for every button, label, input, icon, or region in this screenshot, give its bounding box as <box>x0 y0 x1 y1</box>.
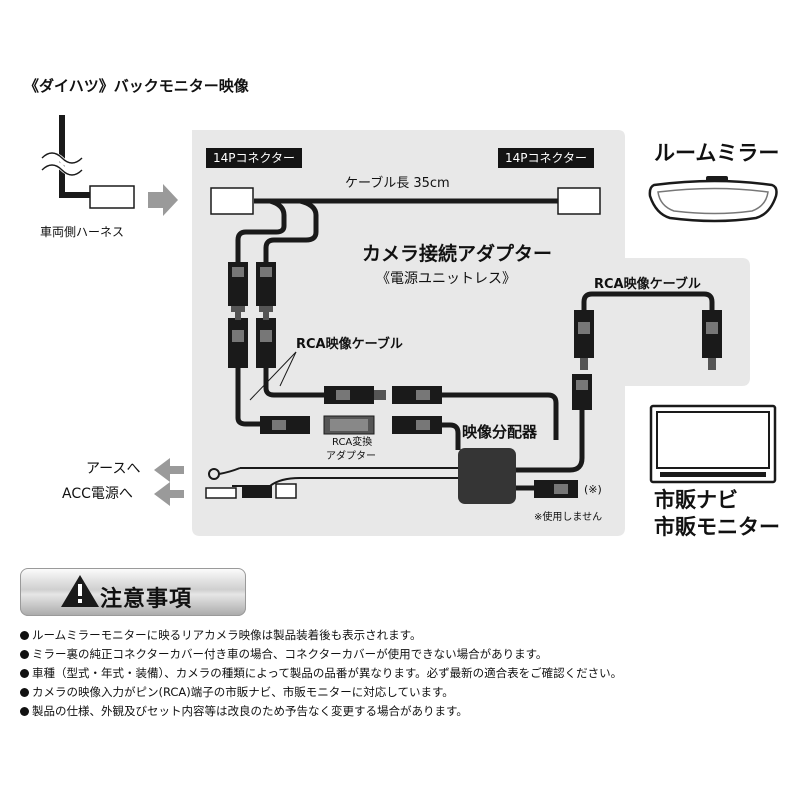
note-text: 製品の仕様、外観及びセット内容等は改良のため予告なく変更する場合があります。 <box>32 704 468 718</box>
ground-label: アースへ <box>86 461 141 477</box>
monitor-icon <box>649 404 777 484</box>
bullet-icon <box>20 688 29 697</box>
rca-row-lower <box>260 415 442 435</box>
unused-mark: (※) <box>584 483 602 496</box>
splitter-label: 映像分配器 <box>462 423 538 441</box>
notes-list: ルームミラーモニターに映るリアカメラ映像は製品装着後も表示されます。 ミラー裏の… <box>20 626 790 721</box>
arrow-left-icon <box>154 482 184 506</box>
unused-note: ※使用しません <box>534 512 603 523</box>
navi-label: 市販ナビ <box>654 488 738 512</box>
adapter-title: カメラ接続アダプター <box>362 243 553 265</box>
cable-length-label: ケーブル長 35cm <box>345 176 450 191</box>
monitor-label: 市販モニター <box>654 515 780 539</box>
note-item: カメラの映像入力がピン(RCA)端子の市販ナビ、市販モニターに対応しています。 <box>20 683 790 702</box>
adapter-subtitle: 《電源ユニットレス》 <box>376 271 516 287</box>
vehicle-harness-label: 車両側ハーネス <box>40 225 125 239</box>
bullet-icon <box>20 669 29 678</box>
note-text: ミラー裏の純正コネクターカバー付き車の場合、コネクターカバーが使用できない場合が… <box>32 647 548 661</box>
rca-plugs-left-upper <box>228 262 276 312</box>
connector-cable <box>210 187 601 262</box>
note-item: 製品の仕様、外観及びセット内容等は改良のため予告なく変更する場合があります。 <box>20 702 790 721</box>
bullet-icon <box>20 707 29 716</box>
note-text: ルームミラーモニターに映るリアカメラ映像は製品装着後も表示されます。 <box>32 628 422 642</box>
rca-row-upper <box>324 386 442 404</box>
arrow-right-icon <box>148 184 178 216</box>
header-title: 《ダイハツ》バックモニター映像 <box>24 77 249 95</box>
room-mirror-icon <box>648 176 778 223</box>
note-item: ルームミラーモニターに映るリアカメラ映像は製品装着後も表示されます。 <box>20 626 790 645</box>
rca-adapter-label-2: アダプター <box>326 451 376 462</box>
connector-right-label: 14Pコネクター <box>498 148 595 168</box>
note-text: カメラの映像入力がピン(RCA)端子の市販ナビ、市販モニターに対応しています。 <box>32 685 454 699</box>
note-text: 車種（型式・年式・装備）、カメラの種類によって製品の品番が異なります。必ず最新の… <box>32 666 623 680</box>
note-item: ミラー裏の純正コネクターカバー付き車の場合、コネクターカバーが使用できない場合が… <box>20 645 790 664</box>
room-mirror-label: ルームミラー <box>654 141 780 165</box>
rca-cable-right-label: RCA映像ケーブル <box>594 277 701 292</box>
vehicle-harness <box>39 115 135 209</box>
power-wires <box>205 467 458 499</box>
rca-cable-left-label: RCA映像ケーブル <box>296 337 403 352</box>
connector-left-label: 14Pコネクター <box>206 148 303 168</box>
rca-adapter-label-1: RCA変換 <box>332 437 373 448</box>
arrow-left-icon <box>154 458 184 482</box>
unused-rca-plug <box>534 480 578 498</box>
video-splitter <box>458 448 516 504</box>
caution-banner <box>20 568 246 616</box>
rca-plugs-left-lower <box>228 310 276 368</box>
rca-cable-right <box>572 291 722 410</box>
note-item: 車種（型式・年式・装備）、カメラの種類によって製品の品番が異なります。必ず最新の… <box>20 664 790 683</box>
bullet-icon <box>20 650 29 659</box>
caution-title: 注意事項 <box>100 587 193 612</box>
acc-label: ACC電源へ <box>62 486 133 502</box>
bullet-icon <box>20 631 29 640</box>
